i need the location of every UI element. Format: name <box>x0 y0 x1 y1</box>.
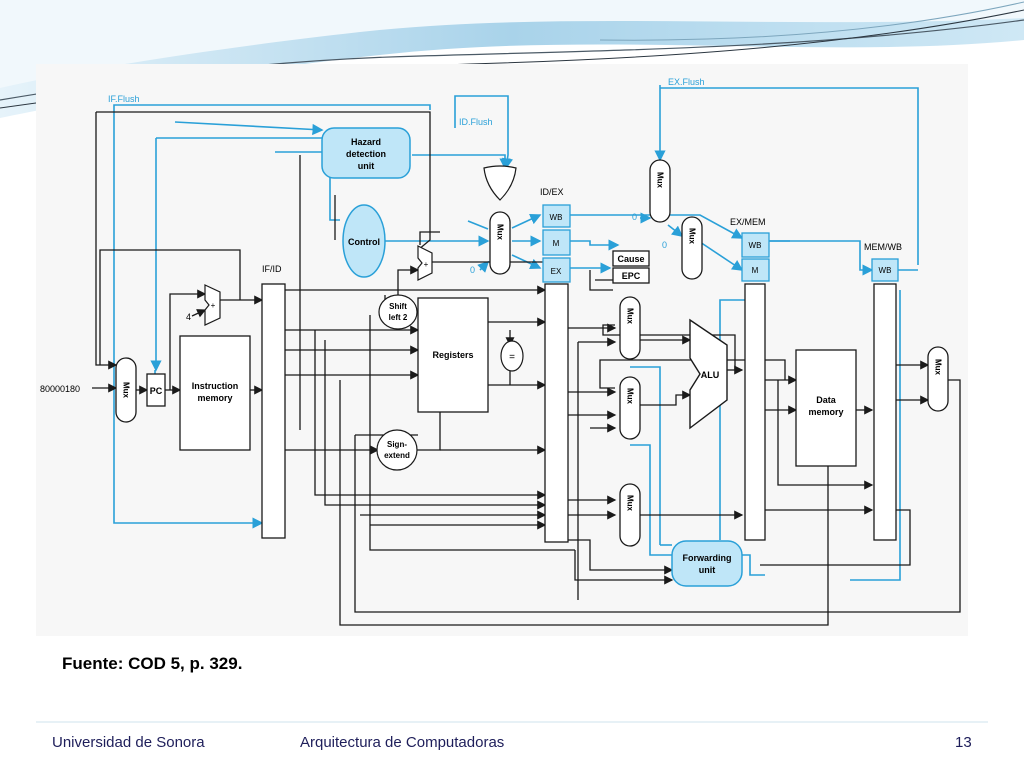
mem-wb-register <box>873 283 897 541</box>
mem-wb-wb-field <box>871 258 899 282</box>
data-memory <box>795 349 857 467</box>
mem-wb-label: MEM/WB <box>864 242 902 252</box>
shift-label-1: Shift <box>389 302 407 311</box>
header-swoosh-light <box>0 0 1024 88</box>
slide-number: 13 <box>955 734 972 751</box>
id-ex-ex-text: EX <box>551 267 562 276</box>
regdst-mux-label: Mux <box>626 495 635 512</box>
ex-mem-wb-field <box>741 232 770 258</box>
control-wires <box>113 85 919 581</box>
flush-or-gate <box>483 165 517 201</box>
zero-constant-control: 0 <box>470 265 475 275</box>
alu <box>689 318 728 430</box>
alu-mux-b <box>619 376 641 440</box>
epc-register <box>612 267 650 284</box>
pc-register <box>146 373 166 407</box>
footer-course-title: Arquitectura de Computadoras <box>300 734 505 751</box>
if-id-label: IF/ID <box>262 264 282 274</box>
id-ex-wb-text: WB <box>550 213 563 222</box>
imem-label-2: memory <box>197 393 232 403</box>
hazard-label-2: detection <box>346 149 386 159</box>
pc-mux <box>115 357 137 423</box>
writeback-mux-label: Mux <box>934 359 943 376</box>
equal-label: = <box>509 352 515 363</box>
ex-flush-label: EX.Flush <box>668 77 705 87</box>
id-flush-label: ID.Flush <box>459 117 493 127</box>
branch-adder <box>417 245 433 281</box>
ex-mem-register <box>744 283 766 541</box>
ex-mem-m-field <box>741 258 770 282</box>
epc-label: EPC <box>622 271 641 281</box>
alu-mux-b-label: Mux <box>626 388 635 405</box>
footer-university: Universidad de Sonora <box>52 734 205 751</box>
zero-constant-wb: 0 <box>632 212 637 222</box>
ex-flush-mux-wb-label: Mux <box>656 172 665 189</box>
id-ex-register <box>544 283 569 543</box>
address-constant: 80000180 <box>40 384 80 394</box>
alu-mux-a-label: Mux <box>626 308 635 325</box>
pc-mux-label: Mux <box>122 382 131 399</box>
sign-label-1: Sign- <box>387 440 407 449</box>
id-ex-m-text: M <box>553 239 560 248</box>
alu-label: ALU <box>701 370 720 380</box>
id-ex-m-field <box>542 229 571 256</box>
hazard-label-3: unit <box>358 161 375 171</box>
hazard-detection-unit <box>321 127 411 179</box>
cause-label: Cause <box>617 254 644 264</box>
figure-source-caption: Fuente: COD 5, p. 329. <box>62 654 243 673</box>
pipeline-datapath-diagram: Hazard detection unit Control Mux PC + I… <box>40 77 961 626</box>
if-id-register <box>261 283 286 539</box>
control-label: Control <box>348 237 380 247</box>
if-flush-label: IF.Flush <box>108 94 140 104</box>
ex-mem-m-text: M <box>752 266 759 275</box>
forwarding-label-2: unit <box>699 565 716 575</box>
id-ex-ex-field <box>542 257 571 283</box>
shift-label-2: left 2 <box>389 313 408 322</box>
shift-left-2-unit <box>378 294 418 330</box>
writeback-mux <box>927 346 949 412</box>
dmem-label-1: Data <box>816 395 837 405</box>
sign-extend-unit <box>376 429 418 471</box>
regdst-mux <box>619 483 641 547</box>
id-ex-label: ID/EX <box>540 187 564 197</box>
zero-constant-m: 0 <box>662 240 667 250</box>
four-constant: 4 <box>186 312 191 322</box>
control-mux <box>489 211 511 275</box>
alu-mux-a <box>619 296 641 360</box>
instruction-memory <box>179 335 251 451</box>
equality-comparator <box>500 340 524 372</box>
data-wires <box>92 111 961 626</box>
control-mux-label: Mux <box>496 224 505 241</box>
forwarding-unit <box>671 540 743 587</box>
forwarding-label-1: Forwarding <box>683 553 732 563</box>
register-file <box>417 297 489 413</box>
ex-mem-label: EX/MEM <box>730 217 766 227</box>
dmem-label-2: memory <box>808 407 843 417</box>
hazard-label-1: Hazard <box>351 137 381 147</box>
pc-label: PC <box>150 386 163 396</box>
id-ex-wb-field <box>542 204 571 228</box>
branch-adder-plus: + <box>424 260 429 269</box>
ex-flush-mux-m-label: Mux <box>688 228 697 245</box>
ex-flush-mux-m <box>681 216 703 280</box>
registers-label: Registers <box>432 350 473 360</box>
cause-register <box>612 250 650 267</box>
mem-wb-wb-text: WB <box>879 266 892 275</box>
ex-mem-wb-text: WB <box>749 241 762 250</box>
imem-label-1: Instruction <box>192 381 239 391</box>
pc-adder <box>204 284 221 326</box>
control-unit <box>342 204 386 278</box>
sign-label-2: extend <box>384 451 410 460</box>
pc-adder-plus: + <box>211 301 216 310</box>
ex-flush-mux-wb <box>649 159 671 223</box>
